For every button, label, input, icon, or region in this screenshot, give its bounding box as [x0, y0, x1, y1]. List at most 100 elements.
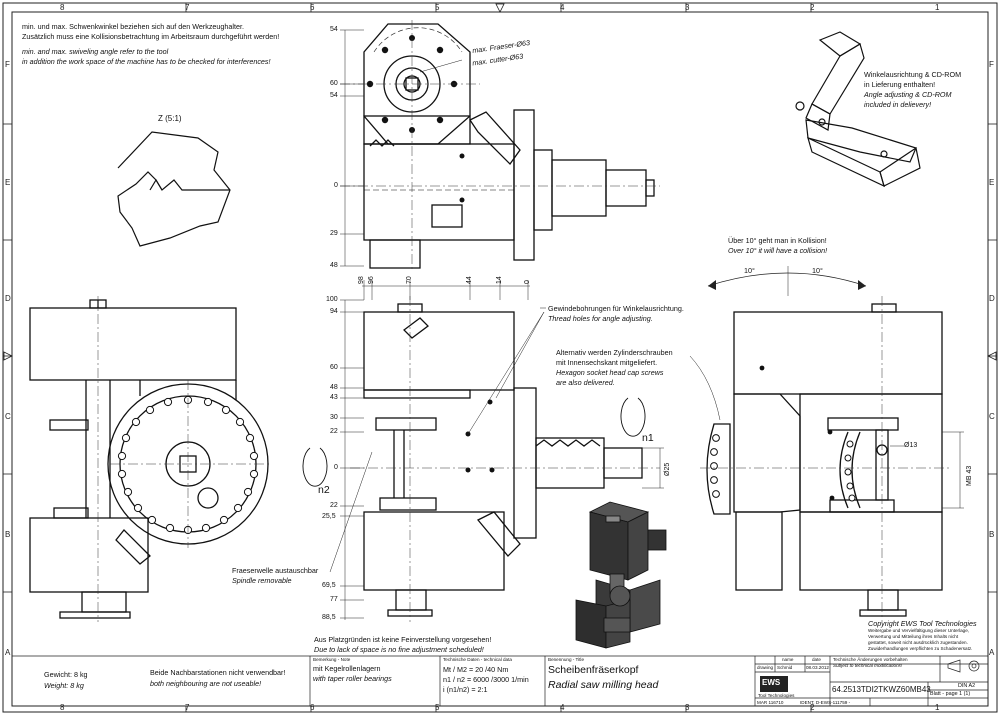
thread-holes-en: Thread holes for angle adjusting.: [548, 314, 653, 323]
dim-top-98: 98: [358, 276, 365, 284]
grid-row-a: A: [5, 648, 11, 657]
note-swivel-en-1: min. and max. swiveling angle refer to t…: [22, 47, 169, 56]
drawing-label: drawing: [757, 665, 774, 670]
grid-row-f-right: F: [989, 60, 994, 69]
ews-logo-sub: Tool Technologies: [758, 693, 795, 698]
grid-row-e: E: [5, 178, 11, 187]
grid-col-5-bottom: 5: [435, 703, 440, 712]
grid-row-b: B: [5, 530, 11, 539]
grid-row-e-right: E: [989, 178, 995, 187]
grid-row-c: C: [5, 412, 11, 421]
grid-col-7: 7: [185, 3, 190, 12]
sheet-page: Blatt - page 1 (1): [930, 691, 971, 697]
adjustment-de: Aus Platzgründen ist keine Feinverstellu…: [314, 635, 492, 644]
copyright: Copyright EWS Tool Technologies: [868, 619, 977, 628]
neighbour-en: both neighbouring are not useable!: [150, 679, 262, 688]
hex-screws-en-1: Hexagon socket head cap screws: [556, 368, 664, 377]
grid-row-a-right: A: [989, 648, 995, 657]
n1-label: n1: [642, 432, 654, 444]
dim-mid-60: 60: [330, 364, 338, 371]
grid-col-8-bottom: 8: [60, 703, 65, 712]
collision-de: Über 10° geht man in Kollision!: [728, 236, 827, 245]
title-en: Radial saw milling head: [548, 679, 659, 691]
tech-label: Technische Daten - technical data: [443, 657, 512, 662]
grid-row-c-right: C: [989, 412, 995, 421]
tech-changes-en: Subject to technical modifications!: [833, 663, 903, 668]
dim-top-0x: 0: [524, 280, 531, 284]
grid-col-5: 5: [435, 3, 440, 12]
tech-speed: n1 / n2 = 6000 /3000 1/min: [443, 675, 529, 684]
grid-col-3-bottom: 3: [685, 703, 690, 712]
grid-row-b-right: B: [989, 530, 995, 539]
remark-label: Bemerkung - Note: [313, 657, 351, 662]
dim-top-54a: 54: [330, 26, 338, 33]
part-number: 64.2513TDI2TKWZ60MB43: [832, 685, 931, 694]
angle-adjust-en-2: included in delievery!: [864, 100, 932, 109]
format-din: DIN A2: [958, 683, 976, 689]
grid-col-2-bottom: 2: [810, 703, 815, 712]
grid-row-d: D: [5, 294, 11, 303]
name-label: Benennung - Title: [548, 657, 585, 662]
dia25-label: Ø25: [664, 462, 671, 476]
dim-mid-48: 48: [330, 384, 338, 391]
mat-no: MAR 116710: [757, 700, 784, 705]
thread-holes-de: Gewindebohrungen für Winkelausrichtung.: [548, 304, 684, 313]
adjustment-en: Due to lack of space is no fine adjustme…: [314, 645, 484, 654]
weight-en: Weight: 8 kg: [44, 681, 84, 690]
grid-col-6-bottom: 6: [310, 703, 315, 712]
hex-screws-de-1: Alternativ werden Zylinderschrauben: [556, 348, 673, 357]
dim-mid-100: 100: [326, 296, 338, 303]
hex-screws-de-2: mit Innensechskant mitgeliefert.: [556, 358, 658, 367]
spindle-de: Fraeserwelle austauschbar: [232, 566, 319, 575]
grid-col-8: 8: [60, 3, 65, 12]
dim-mid-77: 77: [330, 596, 338, 603]
drawing-date: 08.03.2012: [806, 665, 829, 670]
copyright-line-2: Verwertung und Mitteilung ihres Inhalts …: [868, 634, 959, 639]
z-detail-label: Z (5:1): [158, 114, 182, 123]
neighbour-de: Beide Nachbarstationen nicht verwendbar!: [150, 668, 286, 677]
dim-top-29: 29: [330, 230, 338, 237]
dim-top-96: 96: [368, 276, 375, 284]
dim-top-70: 70: [406, 276, 413, 284]
dia13-label: Ø13: [904, 442, 918, 449]
dim-top-54b: 54: [330, 92, 338, 99]
dim-mid-43: 43: [330, 394, 338, 401]
angle-adjust-de-2: in Lieferung enthalten!: [864, 80, 936, 89]
weight-de: Gewicht: 8 kg: [44, 670, 88, 679]
copyright-line-3: gestattet, soweit nicht ausdrücklich zug…: [868, 640, 968, 645]
dim-top-48: 48: [330, 262, 338, 269]
note-swivel-de-1: min. und max. Schwenkwinkel beziehen sic…: [22, 22, 245, 31]
collision-en: Over 10° it will have a collision!: [728, 246, 828, 255]
grid-col-4: 4: [560, 3, 565, 12]
dim-mid-22a: 22: [330, 428, 338, 435]
dim-mid-22b: 22: [330, 502, 338, 509]
tech-changes-de: Technische Änderungen vorbehalten: [833, 657, 908, 662]
title-de: Scheibenfräserkopf: [548, 664, 639, 676]
dim-top-0: 0: [334, 182, 338, 189]
copyright-line-4: Zuwiderhandlungen verpflichten zu Schade…: [868, 646, 973, 651]
grid-row-f: F: [5, 60, 10, 69]
grid-col-6: 6: [310, 3, 315, 12]
dim-mid-94: 94: [330, 308, 338, 315]
dim-mid-0: 0: [334, 464, 338, 471]
grid-col-7-bottom: 7: [185, 703, 190, 712]
note-swivel-en-2: in addition the work space of the machin…: [22, 57, 271, 66]
dim-mid-69-5: 69,5: [322, 582, 336, 589]
n2-label: n2: [318, 484, 330, 496]
remark-en: with taper roller bearings: [313, 674, 392, 683]
angle-right: 10°: [812, 266, 823, 275]
ews-logo: EWS: [762, 678, 781, 687]
dim-top-44: 44: [466, 276, 473, 284]
ident-no: IDENT. D-EWS-111759 -: [800, 700, 851, 705]
angle-left: 10°: [744, 266, 755, 275]
angle-adjust-de-1: Winkelausrichtung & CD-ROM: [864, 70, 962, 79]
drawer-name: Schmid: [777, 665, 793, 670]
note-swivel-de-2: Zusätzlich muss eine Kollisionsbetrachtu…: [22, 32, 280, 41]
tech-torque: Mt / M2 = 20 /40 Nm: [443, 665, 509, 674]
copyright-line-1: Weitergabe und Vervielfältigung dieser U…: [868, 628, 970, 633]
remark-de: mit Kegelrollenlagern: [313, 664, 381, 673]
grid-col-1: 1: [935, 3, 940, 12]
dim-mid-30: 30: [330, 414, 338, 421]
dim-mid-88-5: 88,5: [322, 614, 336, 621]
